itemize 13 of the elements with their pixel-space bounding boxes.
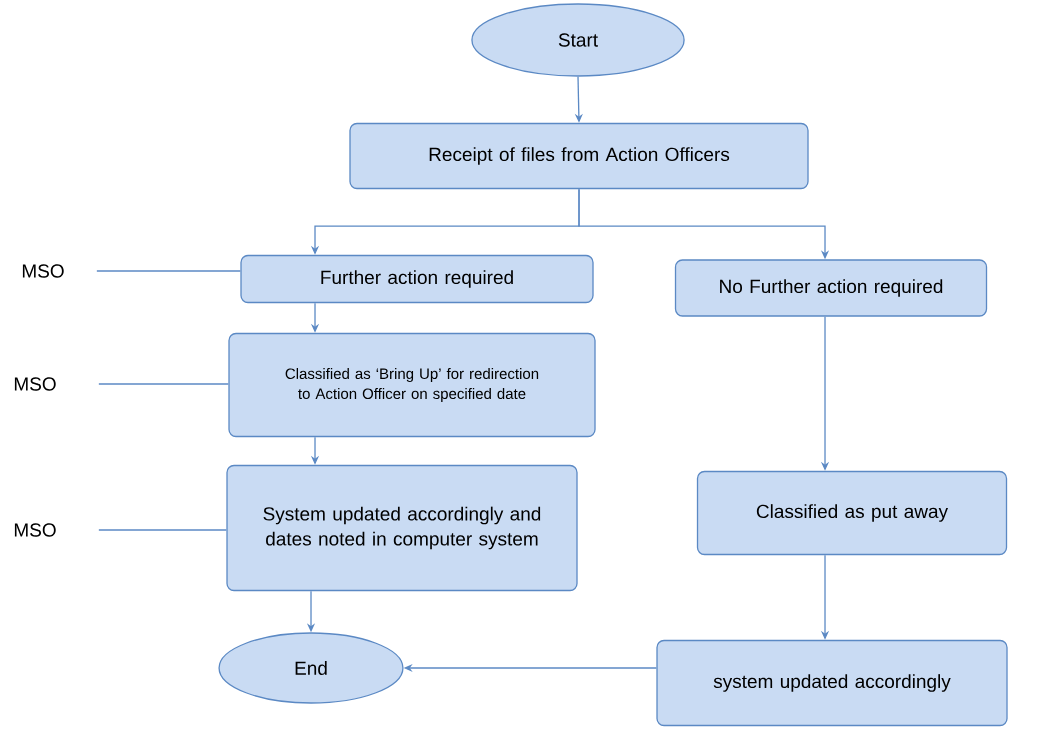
connector-line (98, 383, 229, 385)
process-box: No Further action required (674, 259, 988, 317)
process-box: system updated accordingly (656, 639, 1008, 727)
process-box: Classified as ‘Bring Up’ for redirection to Action Officer on specified date (228, 332, 596, 438)
process-box: Classified as put away (696, 470, 1008, 556)
connector-line (96, 270, 241, 272)
process-box: Further action required (240, 254, 594, 304)
process-box: Receipt of files from Action Officers (349, 122, 809, 190)
role-label: MSO (14, 523, 56, 537)
process-box: System updated accordingly and dates noted in computer system (226, 464, 578, 592)
role-label: MSO (22, 264, 64, 278)
role-label: MSO (14, 377, 56, 391)
connector-line (98, 529, 227, 531)
